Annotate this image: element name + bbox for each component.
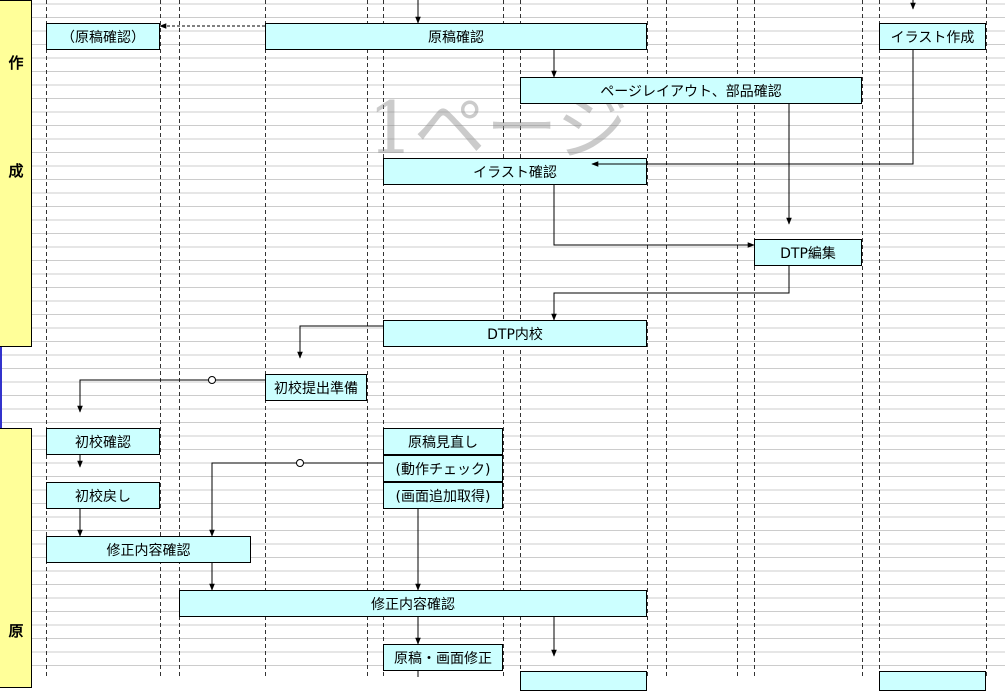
box-genko-gamen-shusei: 原稿・画面修正 — [383, 644, 503, 671]
box-genko-kakunin: 原稿確認 — [265, 23, 647, 50]
box-shusei-kakunin-2: 修正内容確認 — [179, 590, 647, 617]
box-gamen-tsuika: (画面追加取得) — [383, 482, 503, 509]
box-illust-kakunin: イラスト確認 — [383, 158, 647, 185]
connector-line — [591, 50, 914, 167]
section-upper — [0, 0, 32, 347]
section-char-gen: 原 — [8, 622, 24, 640]
box-page-layout: ページレイアウト、部品確認 — [520, 77, 862, 104]
section-lower — [0, 428, 32, 688]
connector-line — [297, 325, 383, 359]
left-blue-strip — [0, 347, 2, 428]
section-char-saku: 作 — [8, 54, 24, 72]
box-genko-minaoshi: 原稿見直し — [383, 428, 503, 455]
connector-line — [77, 379, 265, 413]
junction-circle — [296, 459, 304, 467]
box-dtp-henshu: DTP編集 — [754, 239, 862, 266]
box-shoko-kakunin: 初校確認 — [46, 428, 160, 455]
connector-line — [551, 266, 790, 321]
box-dosa-check: (動作チェック) — [383, 455, 503, 482]
box-shoko-teishutsu: 初校提出準備 — [265, 374, 367, 401]
connector-layer — [77, 0, 916, 677]
connector-line — [553, 185, 755, 248]
section-char-sei: 成 — [8, 162, 24, 180]
box-illust-sakusei: イラスト作成 — [879, 23, 986, 50]
box-genko-kakunin-paren: （原稿確認） — [46, 23, 160, 50]
box-dtp-naiko: DTP内校 — [383, 320, 647, 347]
junction-circle — [208, 376, 216, 384]
connector-line — [209, 462, 383, 537]
box-shusei-kakunin-1: 修正内容確認 — [46, 536, 251, 563]
box-shoko-modoshi: 初校戻し — [46, 482, 160, 509]
